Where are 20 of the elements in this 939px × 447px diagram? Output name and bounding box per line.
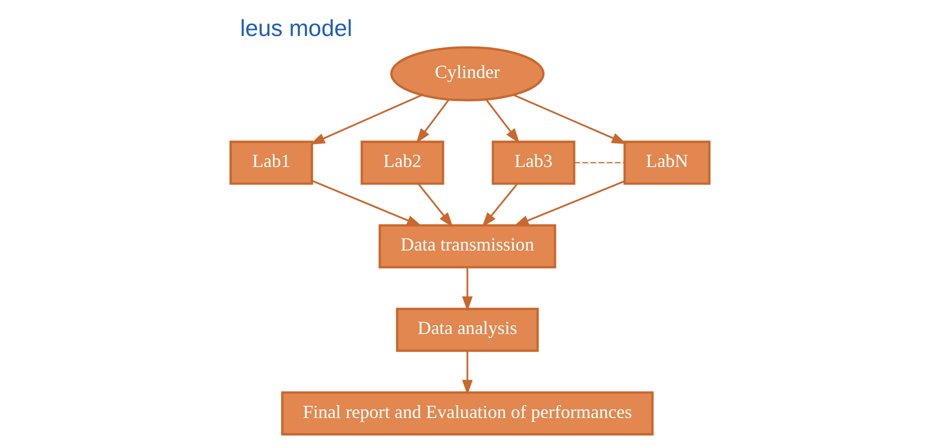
arrow — [462, 268, 472, 312]
connector — [574, 162, 624, 164]
node-box: Data analysis — [396, 308, 538, 352]
node-box: LabN — [622, 140, 710, 185]
diagram-title: leus model — [240, 14, 352, 41]
node-box: Lab3 — [491, 140, 575, 185]
arrow — [512, 94, 626, 144]
arrow — [481, 183, 518, 228]
arrow — [416, 99, 450, 144]
arrow — [311, 180, 422, 226]
arrow — [484, 99, 520, 144]
node-box: Lab2 — [360, 140, 444, 185]
arrow — [417, 183, 453, 228]
arrow — [462, 351, 472, 396]
arrow — [309, 94, 422, 145]
node-box: Lab1 — [228, 140, 313, 185]
node-box: Final report and Evaluation of performances — [280, 391, 654, 436]
node-ellipse: Cylinder — [390, 46, 544, 102]
arrow — [513, 180, 624, 226]
node-box: Data transmission — [378, 224, 556, 268]
